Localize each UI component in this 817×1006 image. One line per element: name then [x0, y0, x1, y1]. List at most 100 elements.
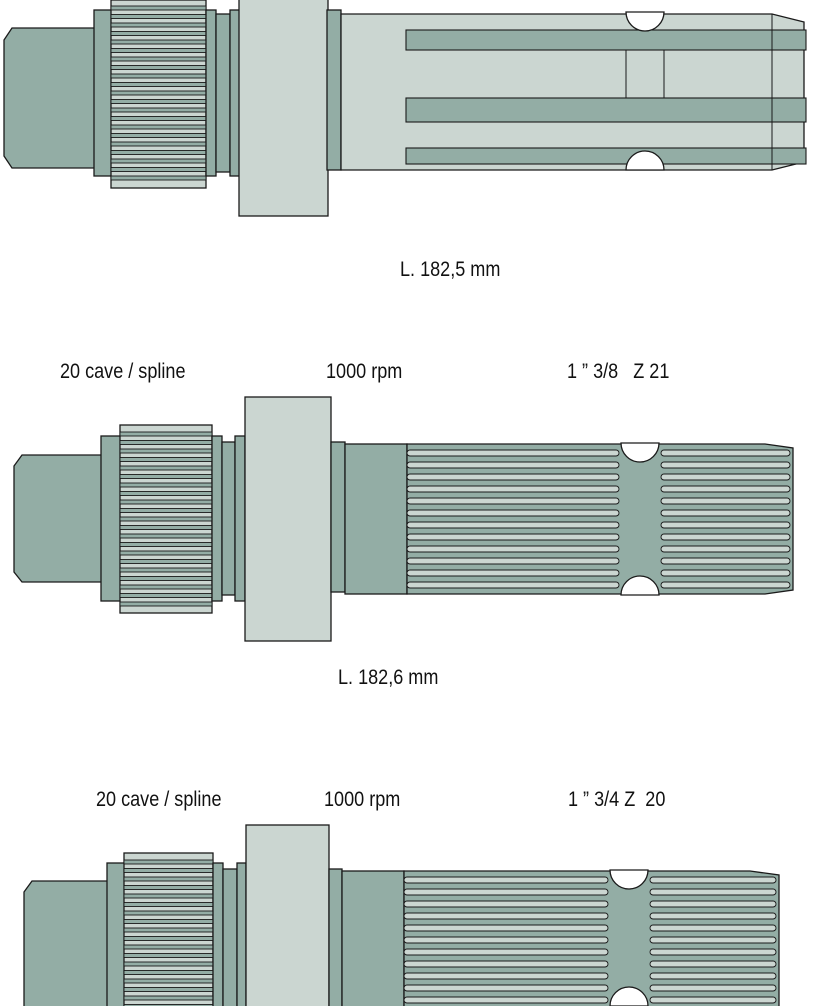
shaft-1-notch-bottom	[625, 150, 665, 171]
spline-ridge	[660, 473, 791, 481]
spline-tooth	[110, 22, 207, 28]
shaft-1-groove	[215, 13, 231, 173]
shaft-1-flange-step	[326, 9, 342, 171]
spline-tooth	[123, 859, 214, 865]
spline-ridge	[660, 557, 791, 565]
spline-tooth	[123, 944, 214, 950]
spline-ridge	[403, 888, 609, 896]
shaft-1-spline-gear	[110, 0, 207, 189]
spline-ridge	[406, 545, 620, 553]
spline-ridge	[660, 485, 791, 493]
spline-tooth	[119, 593, 213, 598]
spline-tooth	[110, 141, 207, 147]
spline-tooth	[123, 927, 214, 933]
spline-tooth	[119, 601, 213, 607]
shaft-3-shoulder	[236, 862, 247, 1006]
spline-ridge	[660, 461, 791, 469]
spline-tooth	[110, 107, 207, 113]
spline-ridge	[403, 936, 609, 944]
shaft-1-flute-1	[405, 29, 807, 51]
spline-tooth	[123, 1004, 214, 1006]
spline-ridge	[649, 876, 777, 884]
spline-ridge	[660, 449, 791, 457]
spline-ridge	[403, 948, 609, 956]
spline-ridge	[660, 533, 791, 541]
shaft-2-notch-bottom	[620, 575, 660, 596]
spline-ridge	[649, 972, 777, 980]
spline-ridge	[406, 485, 620, 493]
spline-ridge	[649, 912, 777, 920]
spline-ridge	[403, 924, 609, 932]
spline-ridge	[406, 461, 620, 469]
spline-ridge	[649, 924, 777, 932]
shaft-3-groove	[222, 868, 238, 1006]
spline-tooth	[119, 491, 213, 496]
spline-ridge	[403, 960, 609, 968]
spline-ridge	[649, 996, 777, 1004]
shaft-3-neck	[212, 862, 224, 1006]
spline-tooth	[110, 73, 207, 79]
shaft-3-flange	[245, 824, 330, 1006]
spline-ridge	[660, 569, 791, 577]
shaft-2-groove	[221, 441, 236, 596]
spline-tooth	[119, 567, 213, 573]
pto-shaft-3	[23, 824, 780, 1006]
spline-tooth	[110, 133, 207, 138]
spline-ridge	[649, 948, 777, 956]
spline-tooth	[110, 90, 207, 96]
spline-ridge	[649, 984, 777, 992]
spline-tooth	[110, 56, 207, 62]
spline-tooth	[119, 499, 213, 505]
spline-tooth	[110, 14, 207, 19]
spline-tooth	[110, 175, 207, 181]
shaft-3-size-label: 1 ” 3/4 Z 20	[568, 788, 666, 811]
spline-tooth	[123, 919, 214, 924]
shaft-1-end-journal	[3, 27, 96, 169]
spline-tooth	[119, 550, 213, 556]
spline-ridge	[403, 996, 609, 1004]
spline-tooth	[110, 124, 207, 130]
spline-tooth	[123, 953, 214, 958]
shaft-2-length-label: L. 182,6 mm	[338, 666, 439, 689]
spline-tooth	[119, 440, 213, 445]
spline-tooth	[119, 448, 213, 454]
spline-tooth	[110, 48, 207, 53]
spline-ridge	[403, 912, 609, 920]
shaft-2-body	[344, 443, 408, 595]
shaft-1-flange	[238, 0, 329, 217]
shaft-3-spline-gear	[123, 852, 214, 1006]
spline-ridge	[660, 521, 791, 529]
spline-tooth	[119, 482, 213, 488]
shaft-2-neck	[211, 435, 223, 602]
shaft-2-spline-gear	[119, 424, 213, 614]
spline-ridge	[406, 533, 620, 541]
spline-tooth	[110, 116, 207, 121]
spline-ridge	[403, 876, 609, 884]
shaft-3-collar	[106, 862, 126, 1006]
spline-tooth	[119, 576, 213, 581]
shaft-2-flange	[244, 396, 332, 642]
spline-ridge	[403, 972, 609, 980]
spline-tooth	[110, 5, 207, 11]
spline-tooth	[119, 542, 213, 547]
spline-tooth	[119, 584, 213, 590]
shaft-3-spline-label: 20 cave / spline	[96, 788, 222, 811]
shaft-1-flute-2	[405, 97, 807, 123]
pto-shaft-2	[13, 396, 794, 642]
shaft-3-splined-tip	[403, 870, 780, 1006]
spline-tooth	[123, 902, 214, 907]
spline-tooth	[119, 474, 213, 479]
spline-ridge	[406, 509, 620, 517]
spline-tooth	[123, 868, 214, 873]
spline-tooth	[123, 910, 214, 916]
spline-tooth	[119, 431, 213, 437]
shaft-1-notch-top	[625, 11, 665, 32]
spline-ridge	[649, 900, 777, 908]
spline-ridge	[403, 900, 609, 908]
pto-shaft-1	[3, 0, 807, 217]
shaft-1-length-label: L. 182,5 mm	[400, 258, 501, 281]
spline-ridge	[660, 509, 791, 517]
spline-ridge	[406, 521, 620, 529]
spline-tooth	[123, 970, 214, 975]
